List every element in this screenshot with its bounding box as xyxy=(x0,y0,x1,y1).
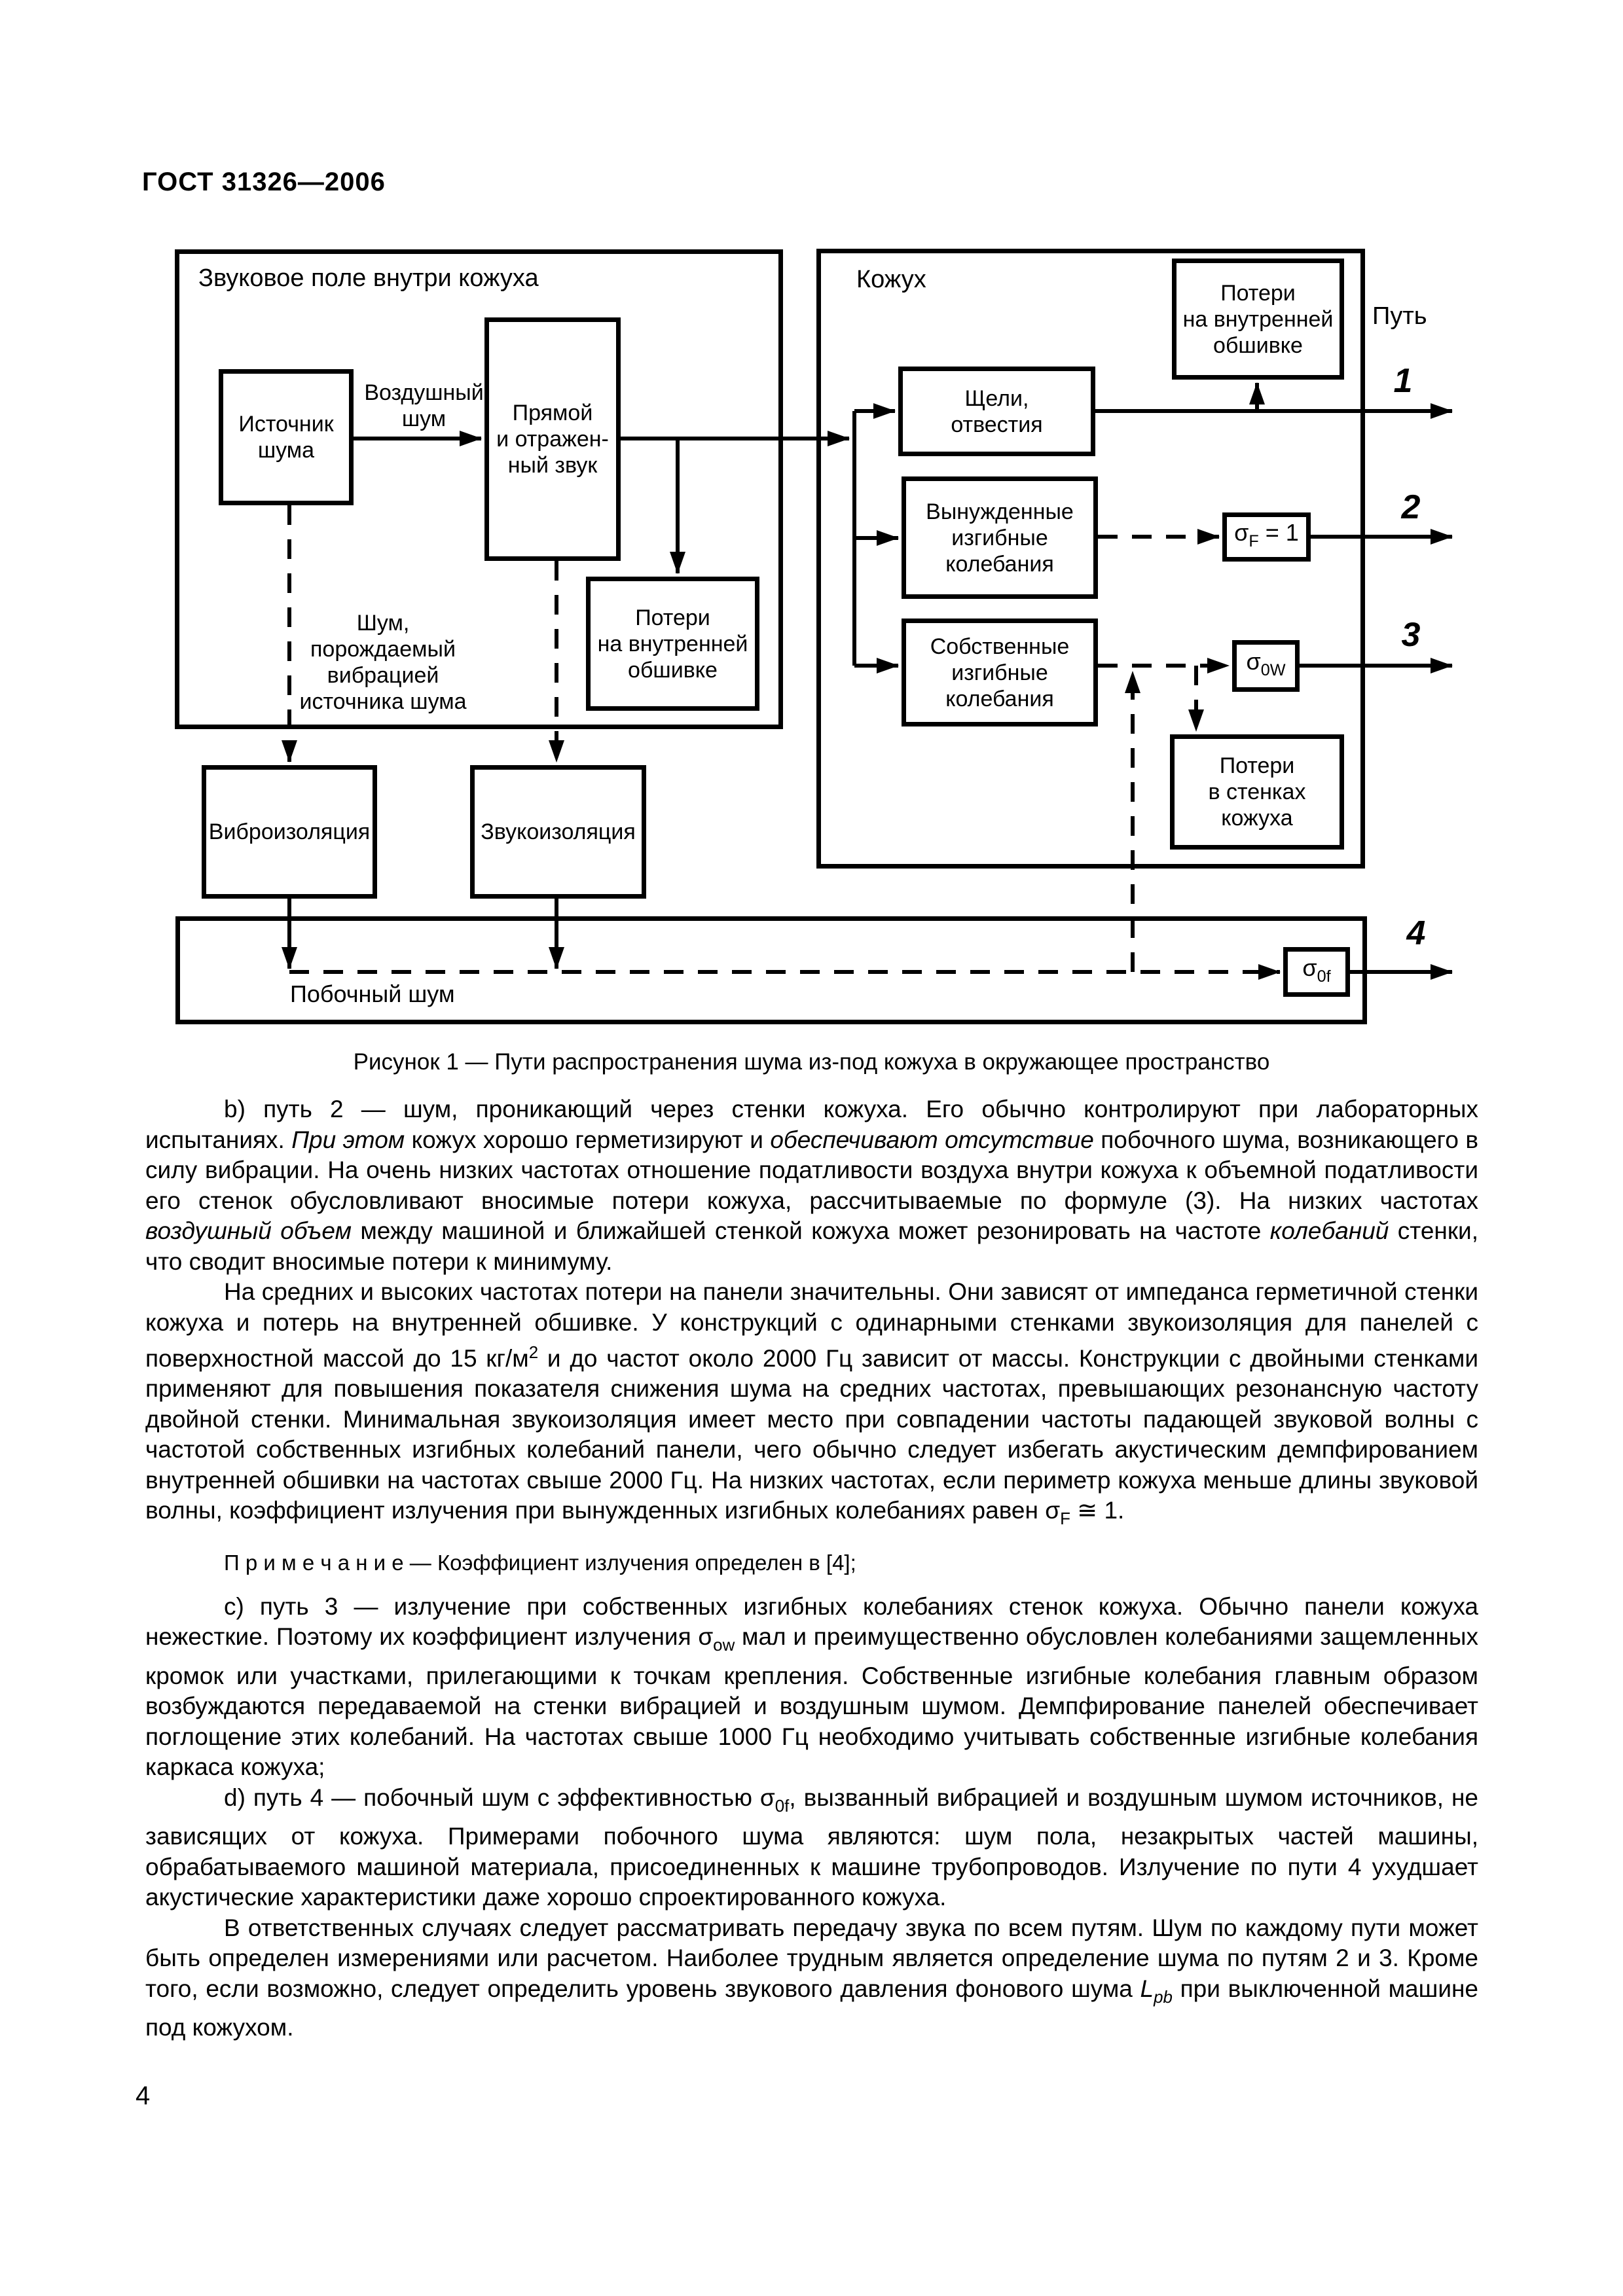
box-enclosure-wall-losses-label: Потери в стенках кожуха xyxy=(1208,753,1306,831)
box-noise-source-label: Источник шума xyxy=(238,412,334,463)
text-segment: П р и м е ч а н и е — Коэффициент излуче… xyxy=(224,1551,856,1575)
group-sound-field-frame xyxy=(175,249,783,729)
box-forced-bending-vibrations-label: Вынужденные изгибные колебания xyxy=(926,499,1074,577)
text-segment: L xyxy=(1140,1975,1154,2002)
path-number-1: 1 xyxy=(1393,362,1413,400)
sigma-0w-value: σ0W xyxy=(1247,649,1286,683)
text-segment: F xyxy=(1060,1510,1070,1529)
text-segment: ≅ 1. xyxy=(1070,1497,1125,1524)
group-sound-field-label: Звуковое поле внутри кожуха xyxy=(198,264,539,292)
text-segment: 0f xyxy=(775,1797,790,1816)
sigma-0f-value: σ0f xyxy=(1302,954,1331,990)
text-segment: σ xyxy=(1234,519,1249,547)
box-slits-openings: Щели, отвестия xyxy=(898,367,1095,456)
text-segment: и до частот около 2000 Гц зависит от мас… xyxy=(145,1344,1478,1524)
paragraph: c) путь 3 — излучение при собственных из… xyxy=(145,1592,1478,1783)
box-sound-isolation: Звукоизоляция xyxy=(470,765,646,899)
group-enclosure-frame xyxy=(816,249,1365,869)
box-natural-bending-vibrations: Собственные изгибные колебания xyxy=(902,619,1098,726)
paragraph: В ответственных случаях следует рассматр… xyxy=(145,1913,1478,2043)
page-number: 4 xyxy=(136,2081,151,2110)
text-segment: d) путь 4 — побочный шум с эффективность… xyxy=(224,1784,775,1811)
group-enclosure-label: Кожух xyxy=(856,266,926,293)
text-segment: = 1 xyxy=(1258,519,1299,547)
label-vibration-generated-noise: Шум, порождаемый вибрацией источника шум… xyxy=(299,611,467,714)
box-sigma-0w: σ0W xyxy=(1232,640,1300,692)
text-segment: В ответственных случаях следует рассматр… xyxy=(145,1914,1478,2002)
text-segment: При этом xyxy=(291,1126,405,1153)
box-enclosure-wall-losses: Потери в стенках кожуха xyxy=(1170,734,1344,850)
diagram-connectors xyxy=(282,382,1453,980)
box-sigma-f: σF = 1 xyxy=(1222,512,1311,562)
text-segment: воздушный объем xyxy=(145,1217,352,1244)
text-segment: побочного шума, возникающего в силу вибр… xyxy=(145,1126,1478,1214)
box-forced-bending-vibrations: Вынужденные изгибные колебания xyxy=(902,476,1098,599)
text-segment: 2 xyxy=(528,1344,539,1362)
text-segment: мал и преимущественно обусловлен колебан… xyxy=(145,1623,1478,1781)
text-segment: кожух хорошо герметизируют и xyxy=(405,1126,771,1153)
path-number-2: 2 xyxy=(1401,488,1421,526)
text-segment: F xyxy=(1249,531,1259,550)
text-segment: На средних и высоких частотах потери на … xyxy=(145,1278,1478,1372)
path-number-4: 4 xyxy=(1406,914,1426,952)
text-segment: при выключенной машине под кожухом. xyxy=(145,1975,1478,2041)
text-segment: 0W xyxy=(1260,660,1286,679)
text-segment: между машиной и ближайшей стенкой кожуха… xyxy=(351,1217,1270,1244)
box-natural-bending-vibrations-label: Собственные изгибные колебания xyxy=(930,634,1070,711)
label-airborne-noise: Воздушный шум xyxy=(364,380,484,431)
box-inner-lining-losses-left: Потери на внутренней обшивке xyxy=(586,577,759,711)
text-segment: c) путь 3 — излучение при собственных из… xyxy=(145,1592,1478,1651)
figure-caption: Рисунок 1 — Пути распространения шума из… xyxy=(353,1049,1270,1075)
text-segment: 0f xyxy=(1317,967,1331,986)
doc-number-header: ГОСТ 31326—2006 xyxy=(142,168,386,196)
figure-1-diagram: Звуковое поле внутри кожуха Кожух Побочн… xyxy=(0,0,1623,1047)
box-vibration-isolation-label: Виброизоляция xyxy=(208,819,371,844)
box-sigma-0f: σ0f xyxy=(1283,947,1350,997)
group-flanking-noise-label: Побочный шум xyxy=(290,980,455,1007)
text-segment: ow xyxy=(713,1636,735,1655)
box-direct-reflected-sound-label: Прямой и отражен- ный звук xyxy=(496,401,609,478)
paragraph: b) путь 2 — шум, проникающий через стенк… xyxy=(145,1094,1478,1277)
label-path: Путь xyxy=(1372,302,1427,330)
paragraph: На средних и высоких частотах потери на … xyxy=(145,1277,1478,1535)
box-inner-lining-losses-left-label: Потери на внутренней обшивке xyxy=(597,605,748,683)
text-segment: σ xyxy=(1302,954,1317,981)
text-segment: колебаний xyxy=(1269,1217,1389,1244)
text-segment: σ xyxy=(1246,648,1261,675)
box-slits-openings-label: Щели, отвестия xyxy=(951,386,1043,437)
paragraph: d) путь 4 — побочный шум с эффективность… xyxy=(145,1783,1478,1913)
paragraph: П р и м е ч а н и е — Коэффициент излуче… xyxy=(145,1548,1478,1579)
box-noise-source: Источник шума xyxy=(219,369,354,505)
box-direct-reflected-sound: Прямой и отражен- ный звук xyxy=(484,317,621,561)
text-segment: стенки, что сводит вносимые потери к мин… xyxy=(145,1217,1478,1275)
text-segment: b) путь 2 — шум, проникающий через стенк… xyxy=(145,1096,1478,1153)
group-flanking-noise-frame xyxy=(175,916,1367,1024)
text-segment: обеспечивают отсутствие xyxy=(770,1126,1094,1153)
box-sound-isolation-label: Звукоизоляция xyxy=(481,819,636,844)
box-inner-lining-losses-top-label: Потери на внутренней обшивке xyxy=(1182,280,1334,358)
box-vibration-isolation: Виброизоляция xyxy=(202,765,377,899)
body-text: b) путь 2 — шум, проникающий через стенк… xyxy=(145,1094,1478,2043)
text-segment: , вызванный вибрацией и воздушным шумом … xyxy=(145,1784,1478,1911)
sigma-f-value: σF = 1 xyxy=(1234,520,1299,554)
box-inner-lining-losses-top: Потери на внутренней обшивке xyxy=(1172,259,1344,380)
path-number-3: 3 xyxy=(1401,616,1421,654)
text-segment: pb xyxy=(1154,1988,1173,2007)
